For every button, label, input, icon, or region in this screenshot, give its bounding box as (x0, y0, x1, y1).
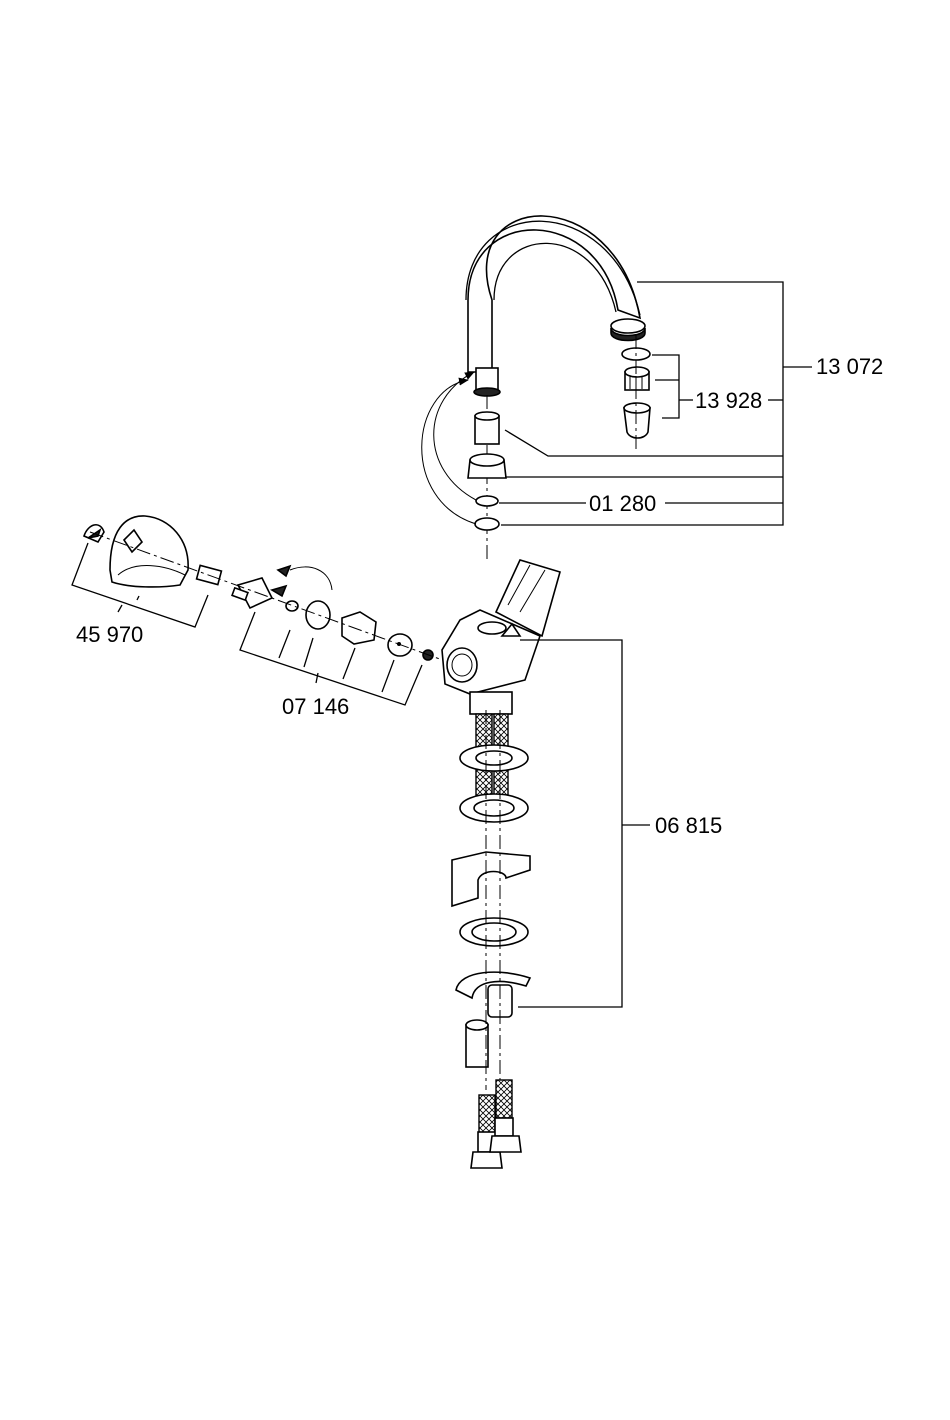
supply-hoses (471, 1080, 521, 1168)
part-number-mounting-set: 06 815 (655, 813, 722, 838)
part-number-cartridge-set: 07 146 (282, 694, 349, 719)
spout-assembly-callout: 13 072 (501, 282, 883, 525)
part-number-handle-set: 45 970 (76, 622, 143, 647)
spout-connection-parts (422, 372, 506, 560)
cartridge-set-callout: 07 146 (240, 612, 422, 719)
o-ring-set-callout: 01 280 (499, 491, 783, 516)
spout (466, 216, 645, 396)
part-number-aerator-set: 13 928 (695, 388, 762, 413)
aerator-parts (622, 335, 650, 450)
mounting-set-callout: 06 815 (518, 640, 722, 1007)
aerator-set-callout: 13 928 (652, 355, 783, 418)
part-number-o-ring-set: 01 280 (589, 491, 656, 516)
part-number-spout-assembly: 13 072 (816, 354, 883, 379)
